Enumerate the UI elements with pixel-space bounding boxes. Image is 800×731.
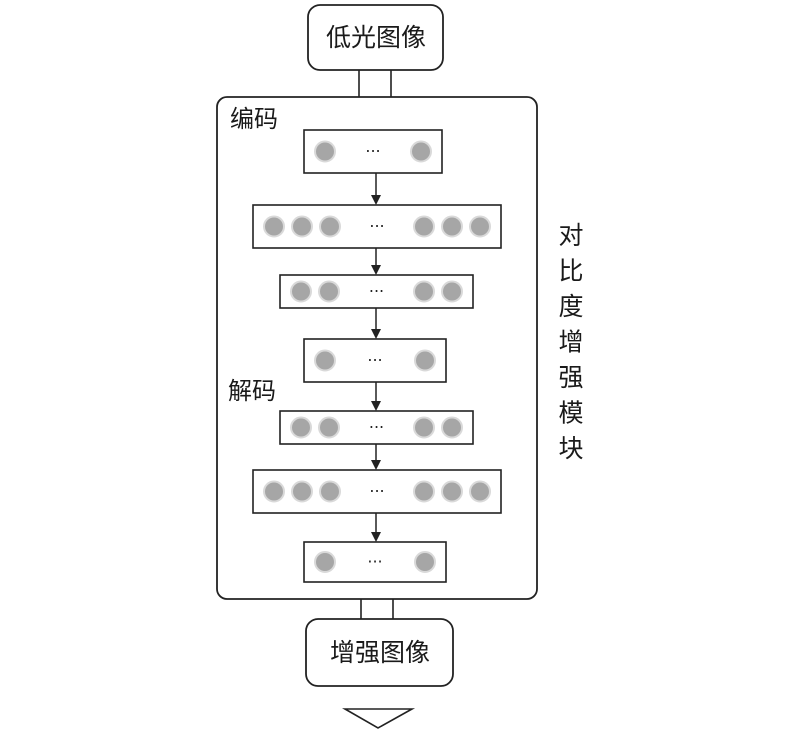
input-image-label: 低光图像	[326, 23, 426, 52]
ellipsis-label: ···	[367, 552, 382, 571]
flow-arrow	[371, 444, 381, 470]
ellipsis-label: ···	[365, 142, 380, 161]
decoder-layer-2: ···	[252, 469, 502, 514]
neuron-node	[291, 480, 313, 503]
output-image-node: 增强图像	[305, 618, 454, 687]
encoder-layer-1: ···	[303, 129, 443, 174]
output-image-label: 增强图像	[330, 638, 430, 667]
module-container	[216, 96, 538, 600]
neuron-node	[319, 215, 341, 238]
neuron-node	[314, 140, 336, 163]
neuron-node	[319, 480, 341, 503]
neuron-node	[469, 480, 491, 503]
neuron-node	[314, 551, 336, 573]
ellipsis-label: ···	[367, 351, 382, 370]
neuron-node	[413, 215, 435, 238]
decoder-layer-3: ···	[303, 541, 447, 583]
neuron-node	[469, 215, 491, 238]
bottleneck-layer: ···	[303, 338, 447, 383]
flow-arrow	[371, 513, 381, 542]
neuron-node	[414, 349, 436, 372]
layer-box	[279, 274, 474, 309]
neuron-node	[290, 416, 312, 439]
neuron-node	[441, 416, 463, 439]
neuron-node	[318, 280, 340, 303]
ellipsis-label: ···	[369, 217, 384, 236]
encoder-label: 编码	[230, 105, 278, 133]
neuron-node	[314, 349, 336, 372]
encoder-layer-2: ···	[252, 204, 502, 249]
decoder-layer-1: ···	[279, 410, 474, 445]
module-label: 对比度增强模块	[558, 221, 583, 463]
neuron-node	[410, 140, 432, 163]
neuron-node	[290, 280, 312, 303]
output-connector	[360, 599, 394, 619]
encoder-layer-3: ···	[279, 274, 474, 309]
ellipsis-label: ···	[369, 418, 384, 437]
output-arrow	[342, 708, 416, 729]
ellipsis-label: ···	[369, 482, 384, 501]
neuron-node	[413, 280, 435, 303]
neuron-node	[441, 280, 463, 303]
ellipsis-label: ···	[369, 282, 384, 301]
decoder-label: 解码	[228, 377, 276, 405]
neuron-node	[291, 215, 313, 238]
flow-arrow	[371, 382, 381, 411]
neuron-node	[263, 480, 285, 503]
neuron-node	[414, 551, 436, 573]
flow-arrow	[371, 173, 381, 205]
arrows-group	[371, 173, 381, 542]
neuron-node	[441, 480, 463, 503]
input-image-node: 低光图像	[307, 4, 444, 71]
neuron-node	[263, 215, 285, 238]
neuron-node	[413, 480, 435, 503]
neuron-node	[441, 215, 463, 238]
flow-arrow	[371, 248, 381, 275]
flow-arrow	[371, 308, 381, 339]
neuron-node	[318, 416, 340, 439]
input-connector	[358, 70, 392, 97]
layer-box	[279, 410, 474, 445]
layers-group: ··· ··· ··· ··· ··· ··· ···	[252, 129, 502, 583]
neuron-node	[413, 416, 435, 439]
